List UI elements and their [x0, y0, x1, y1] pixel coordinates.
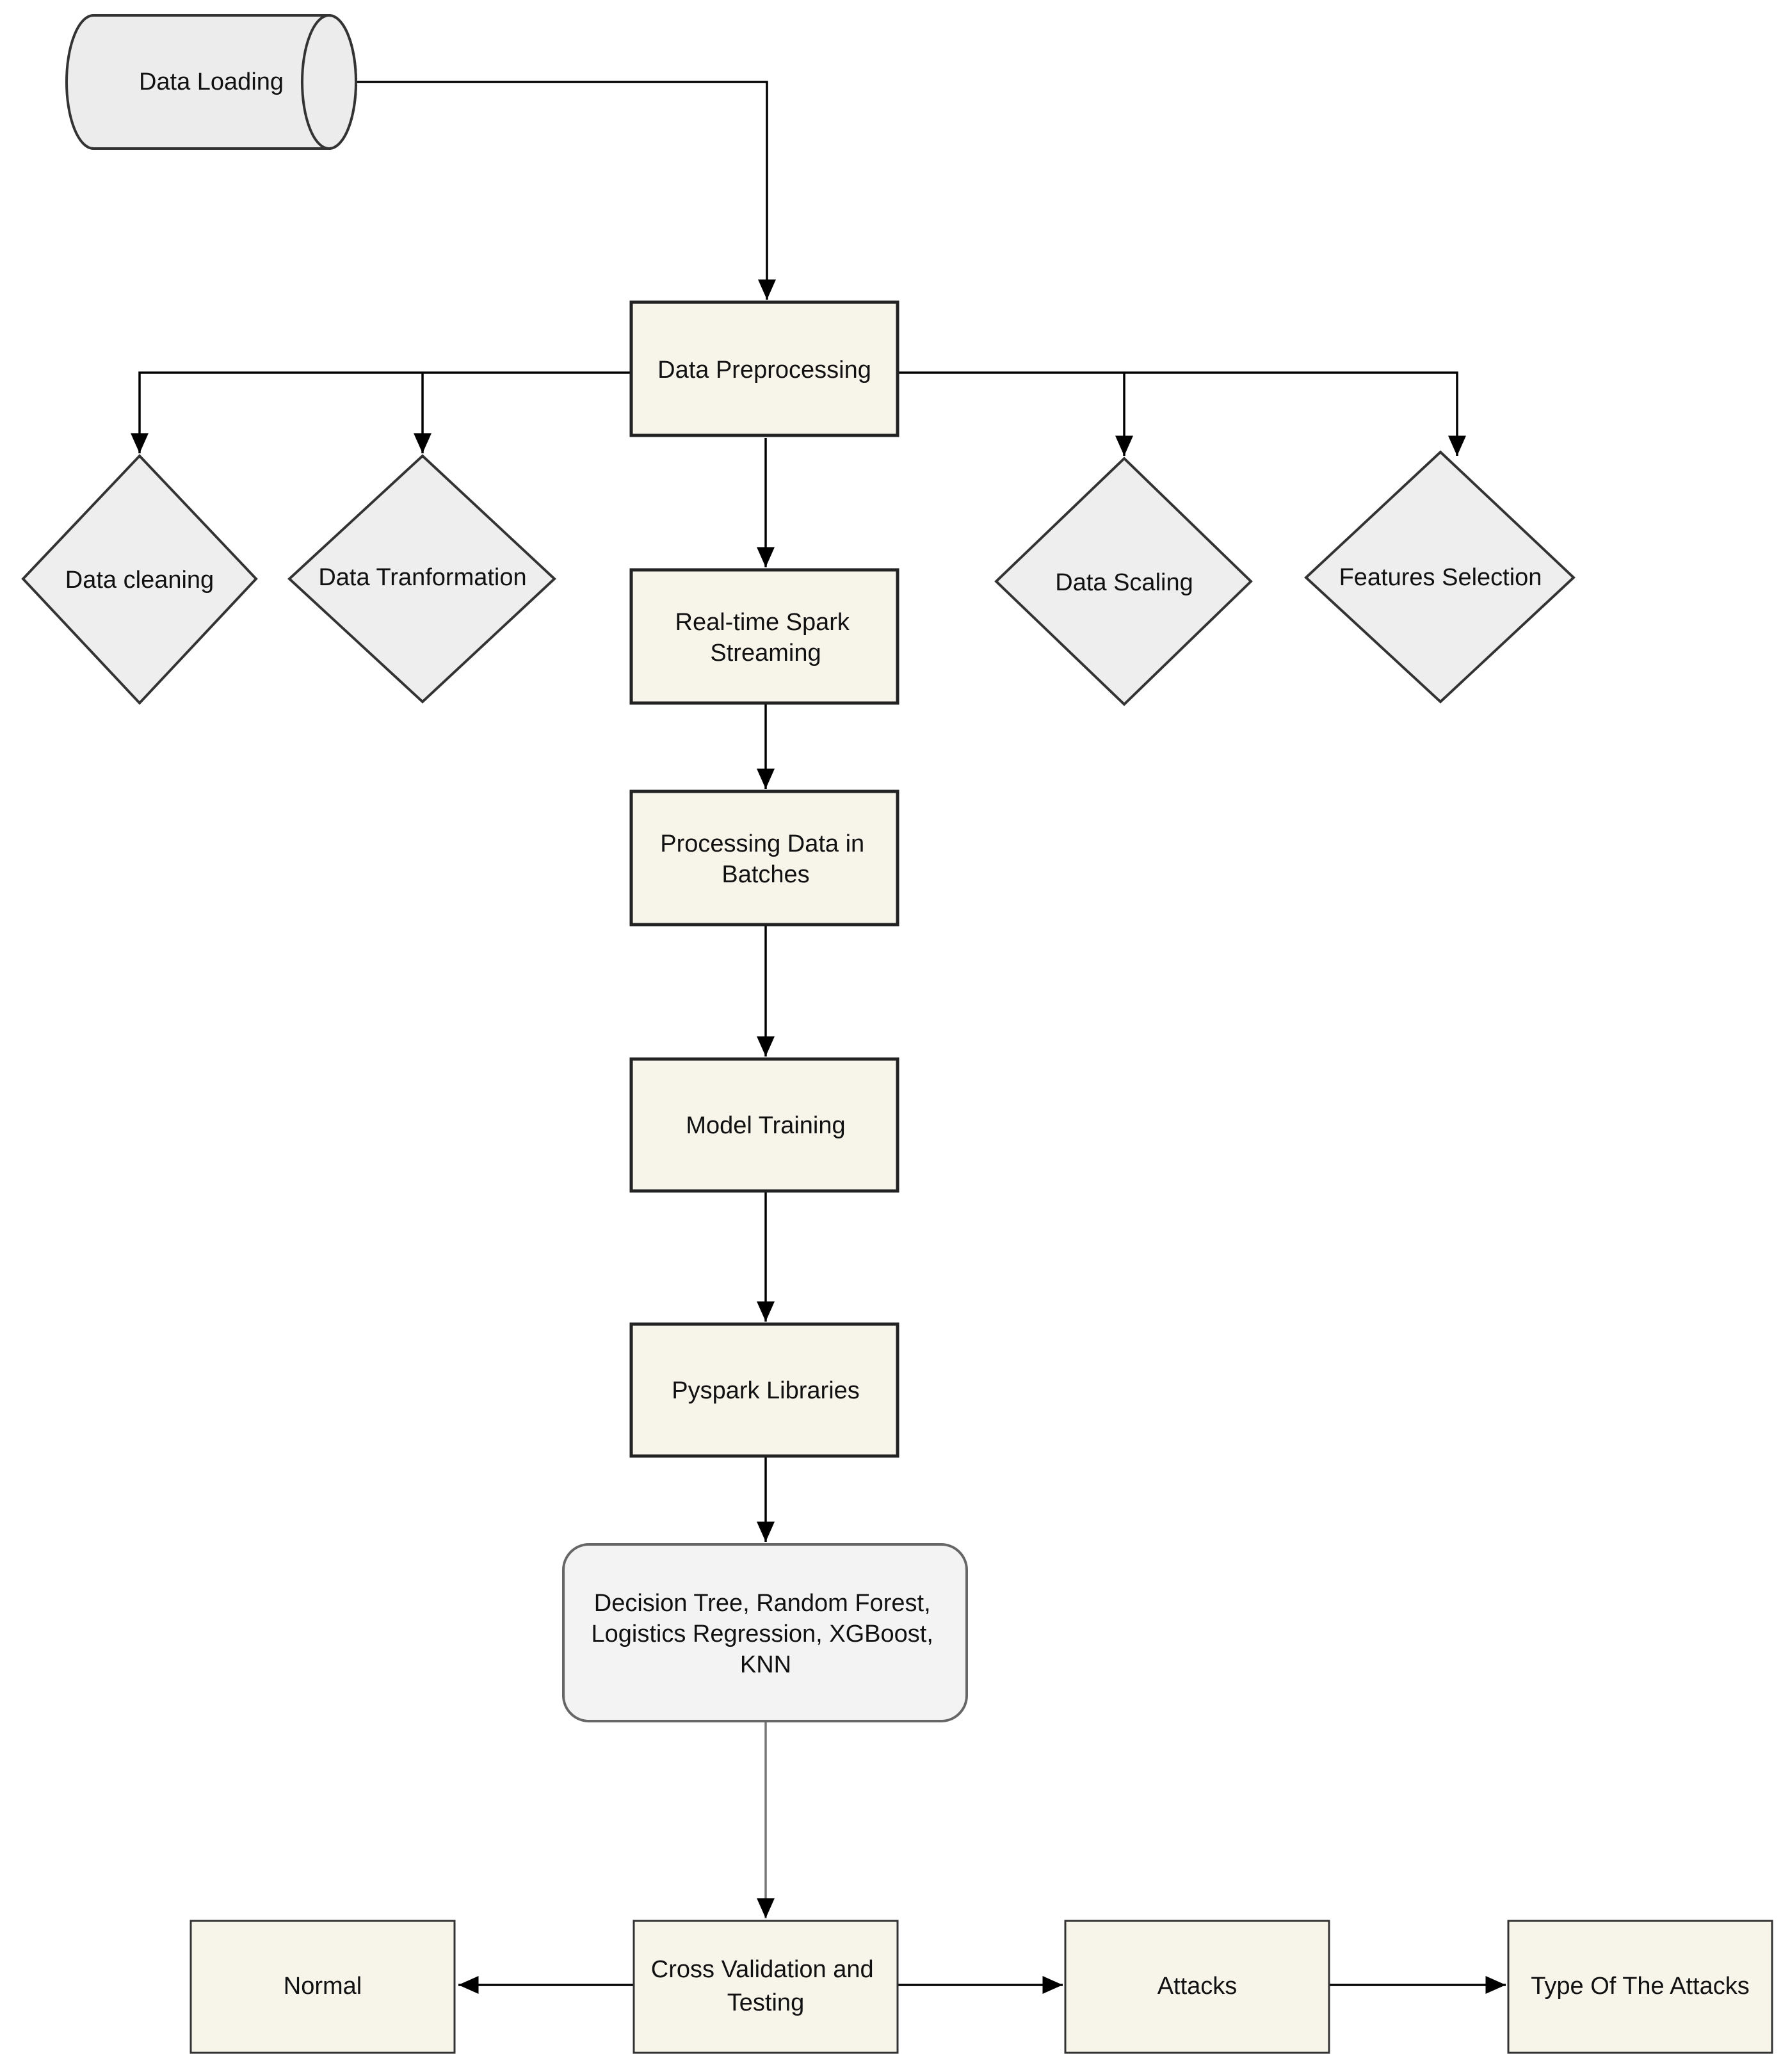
data-scaling-label: Data Scaling — [1055, 569, 1193, 596]
attacks-label: Attacks — [1157, 1973, 1238, 2000]
batches-line-2: Batches — [722, 861, 809, 888]
box-shape — [629, 789, 899, 927]
node-data-scaling: Data Scaling — [994, 457, 1253, 706]
edges — [131, 81, 1506, 1994]
node-data-cleaning: Data cleaning — [21, 454, 258, 705]
edge-loading-to-preprocessing — [356, 81, 776, 300]
node-models: Decision Tree, Random Forest, Logistics … — [562, 1543, 968, 1722]
cross-validation-line-2: Testing — [727, 1989, 804, 2016]
diamond-shape — [287, 454, 556, 704]
box-shape — [629, 300, 899, 437]
data-preprocessing-label: Data Preprocessing — [657, 357, 871, 384]
node-normal: Normal — [189, 1920, 456, 2054]
box-shape — [629, 568, 899, 705]
node-spark-streaming: Real-time Spark Streaming — [629, 568, 899, 705]
data-loading-label: Data Loading — [139, 69, 284, 95]
node-pyspark: Pyspark Libraries — [629, 1322, 899, 1458]
diamond-shape — [21, 454, 258, 705]
spark-streaming-line-1: Real-time Spark — [675, 609, 850, 636]
node-features-selection: Features Selection — [1304, 450, 1576, 704]
node-data-preprocessing: Data Preprocessing — [629, 300, 899, 437]
edge-preprocessing-to-scaling — [898, 371, 1466, 456]
box-shape — [189, 1920, 456, 2054]
models-line-1: Decision Tree, Random Forest, — [594, 1590, 931, 1617]
cross-validation-line-1: Cross Validation and — [651, 1956, 874, 1983]
data-cleaning-label: Data cleaning — [65, 567, 214, 594]
normal-label: Normal — [284, 1973, 362, 2000]
node-data-loading: Data Loading — [65, 13, 357, 150]
models-line-3: KNN — [740, 1651, 791, 1678]
node-batches: Processing Data in Batches — [629, 789, 899, 927]
features-selection-label: Features Selection — [1339, 564, 1542, 591]
cylinder-end — [301, 13, 357, 150]
spark-streaming-label: Real-time Spark Streaming — [675, 609, 857, 667]
attack-types-label: Type Of The Attacks — [1531, 1973, 1749, 2000]
diamond-shape — [994, 457, 1253, 706]
models-line-2: Logistics Regression, XGBoost, — [592, 1621, 933, 1647]
model-training-label: Model Training — [686, 1112, 845, 1139]
node-cross-validation: Cross Validation and Testing — [633, 1920, 899, 2054]
rounded-box-shape — [562, 1543, 968, 1722]
node-attacks: Attacks — [1064, 1920, 1330, 2054]
node-attack-types: Type Of The Attacks — [1507, 1920, 1773, 2054]
edge-preprocessing-to-cleaning — [131, 371, 631, 453]
models-label: Decision Tree, Random Forest, Logistics … — [592, 1590, 940, 1678]
batches-label: Processing Data in Batches — [660, 830, 871, 888]
node-model-training: Model Training — [629, 1057, 899, 1193]
cross-validation-label: Cross Validation and Testing — [651, 1956, 880, 2016]
batches-line-1: Processing Data in — [660, 830, 864, 857]
node-data-transformation: Data Tranformation — [287, 454, 556, 704]
box-shape — [1507, 1920, 1773, 2054]
diamond-shape — [1304, 450, 1576, 704]
data-transformation-label: Data Tranformation — [318, 564, 526, 591]
pyspark-label: Pyspark Libraries — [672, 1377, 860, 1404]
box-shape — [1064, 1920, 1330, 2054]
spark-streaming-line-2: Streaming — [710, 640, 821, 667]
box-shape — [629, 1322, 899, 1458]
box-shape — [633, 1920, 899, 2054]
box-shape — [629, 1057, 899, 1193]
